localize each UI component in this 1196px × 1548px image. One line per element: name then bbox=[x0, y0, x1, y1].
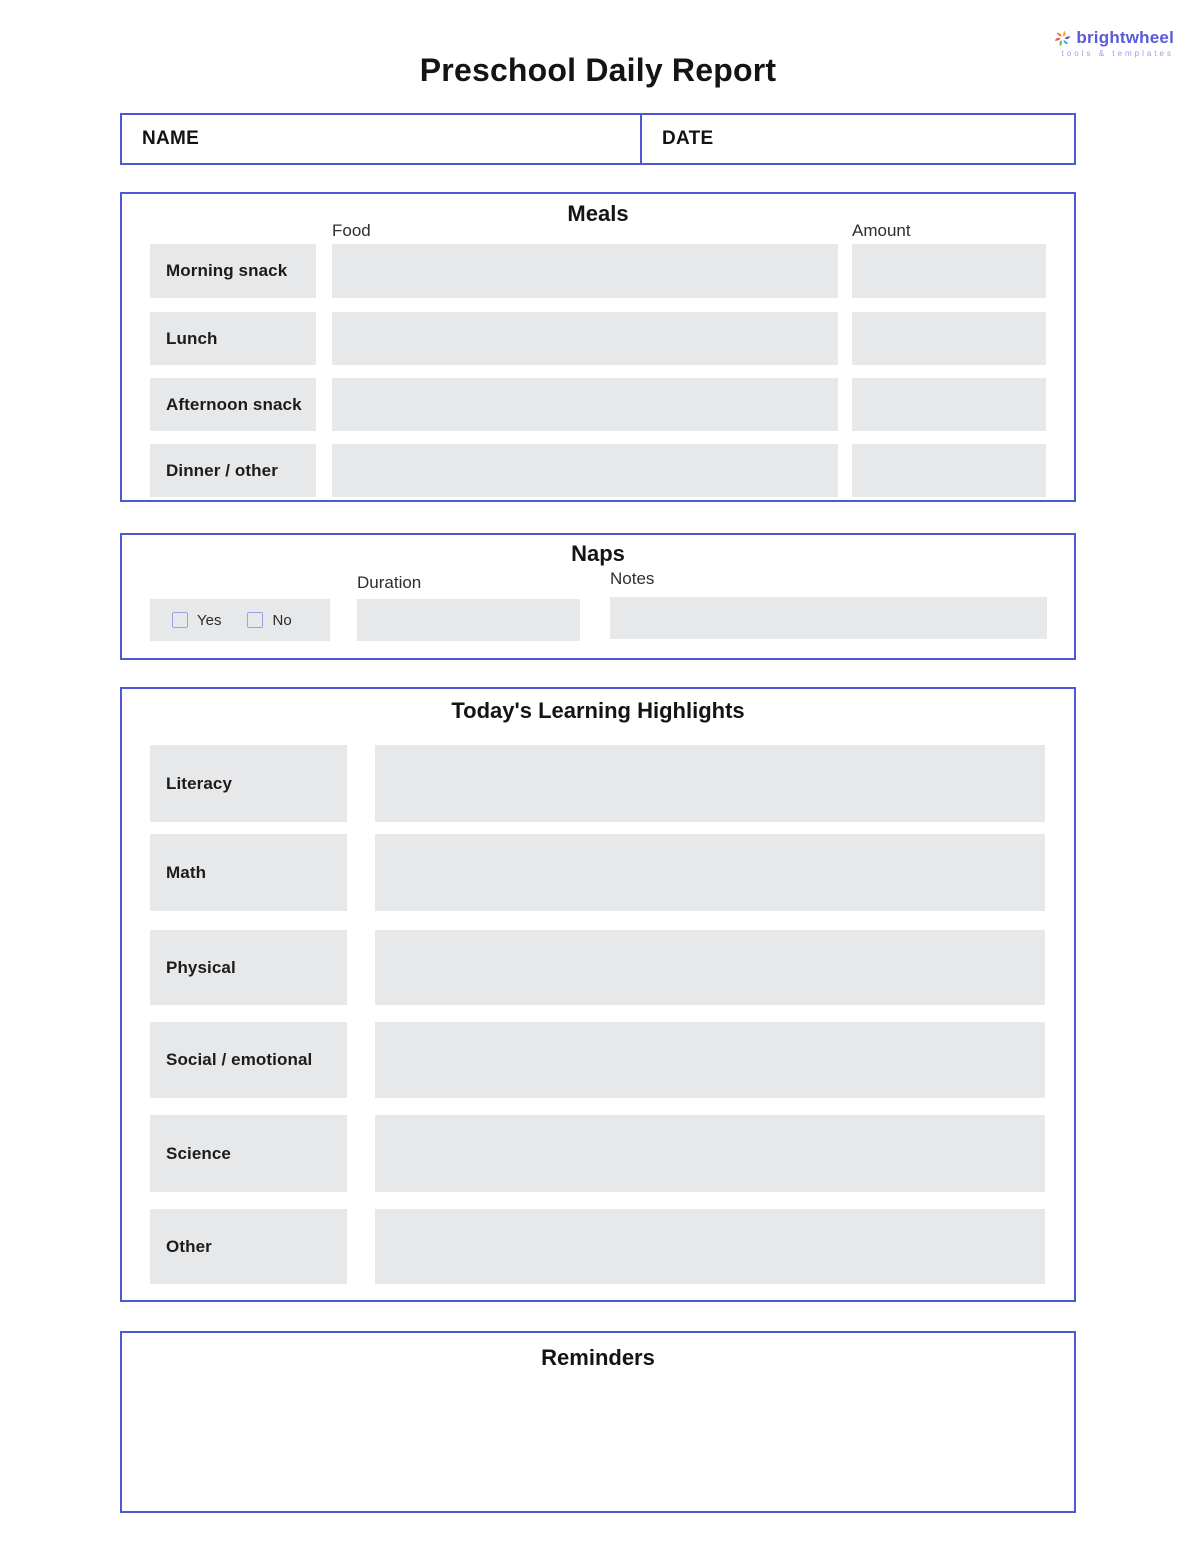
naps-duration-input[interactable] bbox=[357, 599, 580, 641]
learning-row-label: Physical bbox=[150, 930, 347, 1005]
learning-input[interactable] bbox=[375, 1022, 1045, 1098]
learning-row-label: Social / emotional bbox=[150, 1022, 347, 1098]
date-label: DATE bbox=[662, 128, 714, 149]
meal-amount-input[interactable] bbox=[852, 378, 1046, 431]
reminders-section[interactable]: Reminders bbox=[120, 1331, 1076, 1513]
meal-food-input[interactable] bbox=[332, 244, 838, 298]
naps-yes-no-group: Yes No bbox=[150, 599, 330, 641]
learning-row-label: Literacy bbox=[150, 745, 347, 822]
meals-amount-header: Amount bbox=[852, 221, 911, 240]
meal-food-input[interactable] bbox=[332, 444, 838, 497]
meal-amount-input[interactable] bbox=[852, 244, 1046, 298]
learning-input[interactable] bbox=[375, 745, 1045, 822]
naps-no-option[interactable]: No bbox=[247, 611, 292, 629]
meals-food-header: Food bbox=[332, 221, 371, 240]
name-field[interactable]: NAME bbox=[122, 115, 642, 163]
brightwheel-logo: brightwheel tools & templates bbox=[1053, 28, 1174, 58]
meal-amount-input[interactable] bbox=[852, 312, 1046, 365]
naps-notes-input[interactable] bbox=[610, 597, 1047, 639]
learning-input[interactable] bbox=[375, 930, 1045, 1005]
naps-section: Naps Duration Notes Yes No bbox=[120, 533, 1076, 660]
meal-row-label: Dinner / other bbox=[150, 444, 316, 497]
brightwheel-wordmark: brightwheel bbox=[1076, 28, 1174, 47]
learning-input[interactable] bbox=[375, 834, 1045, 911]
meals-section: Meals Food Amount Morning snack Lunch Af… bbox=[120, 192, 1076, 502]
learning-input[interactable] bbox=[375, 1209, 1045, 1284]
meal-row-label: Afternoon snack bbox=[150, 378, 316, 431]
meal-row-label: Lunch bbox=[150, 312, 316, 365]
brightwheel-tagline: tools & templates bbox=[1061, 49, 1174, 58]
learning-input[interactable] bbox=[375, 1115, 1045, 1192]
name-label: NAME bbox=[142, 128, 200, 149]
learning-row-label: Other bbox=[150, 1209, 347, 1284]
learning-highlights-section: Today's Learning Highlights Literacy Mat… bbox=[120, 687, 1076, 1302]
meal-food-input[interactable] bbox=[332, 378, 838, 431]
learning-highlights-title: Today's Learning Highlights bbox=[451, 698, 745, 723]
naps-yes-checkbox[interactable] bbox=[172, 612, 188, 628]
naps-yes-option[interactable]: Yes bbox=[172, 612, 221, 629]
naps-duration-header: Duration bbox=[357, 573, 422, 592]
naps-title: Naps bbox=[571, 541, 625, 566]
page-title: Preschool Daily Report bbox=[419, 52, 777, 88]
naps-no-label: No bbox=[272, 611, 292, 629]
reminders-title: Reminders bbox=[541, 1345, 655, 1370]
naps-notes-header: Notes bbox=[610, 569, 655, 588]
meal-row-label: Morning snack bbox=[150, 244, 316, 298]
naps-yes-label: Yes bbox=[197, 611, 222, 629]
brightwheel-pinwheel-icon bbox=[1053, 29, 1072, 48]
meal-food-input[interactable] bbox=[332, 312, 838, 365]
date-field[interactable]: DATE bbox=[642, 115, 1074, 163]
name-date-bar: NAME DATE bbox=[120, 113, 1076, 165]
meal-amount-input[interactable] bbox=[852, 444, 1046, 497]
learning-row-label: Math bbox=[150, 834, 347, 911]
meals-title: Meals bbox=[567, 201, 629, 226]
naps-no-checkbox[interactable] bbox=[247, 612, 264, 628]
learning-row-label: Science bbox=[150, 1115, 347, 1192]
